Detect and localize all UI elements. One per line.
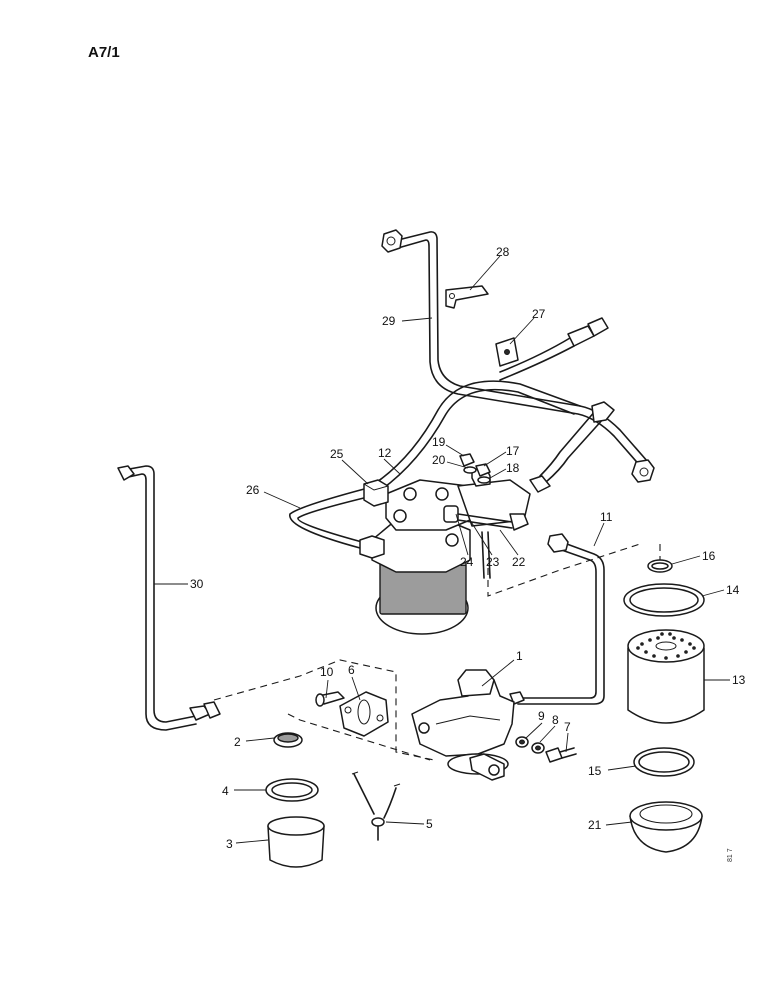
callout-5: 5: [426, 817, 433, 831]
leader-lines: [154, 255, 730, 844]
callout-4: 4: [222, 784, 229, 798]
banjo-bolt-19: [459, 453, 475, 467]
callout-29: 29: [382, 314, 396, 328]
image-code: 81 7: [727, 848, 734, 862]
bracket-28: [445, 285, 489, 309]
bowl-retainer-5: [351, 771, 401, 841]
sealing-washer-16: [647, 559, 673, 573]
callout-19: 19: [432, 435, 446, 449]
callout-11: 11: [600, 510, 613, 524]
bolt-7: [545, 747, 577, 763]
filter-base-21: [629, 801, 703, 853]
grommet-25: [363, 479, 389, 507]
callout-28: 28: [496, 245, 510, 259]
callout-3: 3: [226, 837, 233, 851]
callout-21: 21: [588, 818, 602, 832]
callout-12: 12: [378, 446, 392, 460]
washer-9: [515, 736, 529, 748]
sealing-ring-14: [623, 583, 705, 617]
callout-26: 26: [246, 483, 260, 497]
callout-15: 15: [588, 764, 602, 778]
washer-20: [463, 466, 477, 474]
lift-pump-1: [411, 669, 515, 781]
callout-labels: 1 2 3 4 5 6 7 8 9 10 11 12 13 14 15 16 1…: [190, 245, 746, 851]
sealing-ring-15: [633, 747, 695, 777]
callout-10: 10: [320, 665, 334, 679]
callout-30: 30: [190, 577, 204, 591]
assembly-lines: [213, 543, 661, 761]
fuel-pipe-11: [509, 533, 605, 705]
clip-27: [495, 337, 519, 367]
callout-22: 22: [512, 555, 526, 569]
callout-2: 2: [234, 735, 241, 749]
fuel-pipe-30: [117, 465, 221, 731]
filter-element-13: [627, 629, 705, 724]
callout-6: 6: [348, 663, 355, 677]
page-label: A7/1: [88, 44, 120, 61]
callout-16: 16: [702, 549, 716, 563]
filter-head-12: [359, 467, 551, 635]
callout-17: 17: [506, 444, 520, 458]
gasket-6: [339, 691, 389, 737]
callout-18: 18: [506, 461, 520, 475]
callout-13: 13: [732, 673, 746, 687]
callout-8: 8: [552, 713, 559, 727]
sediment-bowl-3: [267, 816, 325, 868]
spacer-10: [315, 691, 345, 707]
callout-24: 24: [460, 555, 474, 569]
callout-27: 27: [532, 307, 546, 321]
callout-9: 9: [538, 709, 545, 723]
callout-14: 14: [726, 583, 740, 597]
callout-1: 1: [516, 649, 523, 663]
washer-8: [531, 742, 545, 754]
callout-23: 23: [486, 555, 500, 569]
sealing-ring-4: [265, 778, 319, 802]
callout-20: 20: [432, 453, 446, 467]
washer-18: [477, 476, 491, 484]
callout-7: 7: [564, 720, 571, 734]
bolt-17: [475, 463, 491, 477]
filter-gauze-2: [273, 732, 303, 748]
callout-25: 25: [330, 447, 344, 461]
